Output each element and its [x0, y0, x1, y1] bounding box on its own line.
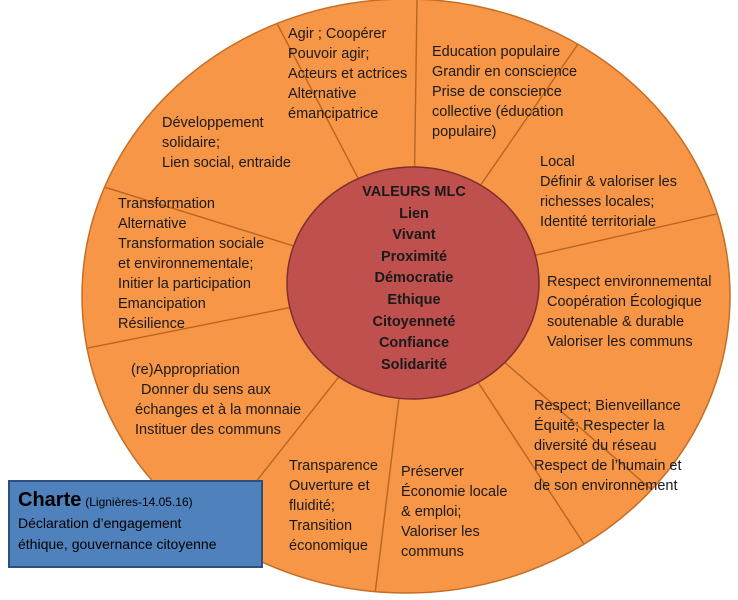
- segment-line: Respect; Bienveillance: [534, 398, 681, 414]
- center-value-item: Vivant: [392, 227, 436, 244]
- center-value-item: Démocratie: [374, 270, 454, 287]
- center-value-item: Lien: [399, 205, 429, 222]
- charte-box: Charte (Lignières-14.05.16) Déclaration …: [8, 480, 263, 568]
- segment-appropriation: (re)Appropriation Donner du sens aux éch…: [131, 360, 301, 440]
- segment-line: Transformation sociale: [118, 236, 265, 252]
- segment-respect-environnemental: Respect environnemental Coopération Écol…: [547, 272, 711, 352]
- segment-line: diversité du réseau: [534, 438, 657, 454]
- charte-line: Déclaration d’engagement: [18, 515, 182, 531]
- segment-developpement: Développement solidaire; Lien social, en…: [162, 113, 291, 173]
- center-values-title: VALEURS MLC: [362, 184, 466, 200]
- segment-line: Définir & valoriser les: [540, 174, 677, 190]
- charte-date: (Lignières-14.05.16): [85, 495, 193, 509]
- charte-title: Charte: [18, 489, 82, 511]
- segment-preserver: Préserver Économie locale & emploi; Valo…: [401, 462, 507, 562]
- segment-local: Local Définir & valoriser les richesses …: [540, 152, 677, 232]
- charte-line: éthique, gouvernance citoyenne: [18, 536, 217, 552]
- center-value-item: Ethique: [387, 291, 441, 308]
- segment-line: échanges et à la monnaie: [135, 402, 302, 418]
- segment-line: Local: [540, 154, 575, 170]
- segment-line: et environnementale;: [118, 256, 254, 272]
- segment-dividers: [87, 0, 717, 591]
- segment-line: Identité territoriale: [540, 214, 657, 230]
- segment-line: Valoriser les communs: [547, 334, 693, 350]
- segment-line: Ouverture et: [289, 478, 370, 494]
- segment-education: Education populaire Grandir en conscienc…: [432, 42, 577, 142]
- segment-transformation: Transformation Alternative Transformatio…: [118, 194, 264, 334]
- segment-line: richesses locales;: [540, 194, 655, 210]
- segment-line: Education populaire: [432, 44, 561, 60]
- segment-line: Pouvoir agir;: [288, 46, 370, 62]
- segment-line: Instituer des communs: [135, 422, 281, 438]
- center-value-item: Proximité: [380, 248, 448, 265]
- segment-line: solidaire;: [162, 135, 221, 151]
- segment-line: Respect environnemental: [547, 274, 712, 290]
- segment-line: Lien social, entraide: [162, 155, 291, 171]
- segment-line: Résilience: [118, 316, 185, 332]
- segment-line: soutenable & durable: [547, 314, 685, 330]
- segment-agir: Agir ; Coopérer Pouvoir agir; Acteurs et…: [288, 24, 407, 124]
- segment-line: émancipatrice: [288, 106, 379, 122]
- segment-divider-line: [504, 361, 652, 491]
- segment-line: de son environnement: [534, 478, 678, 494]
- center-value-item: Solidarité: [380, 356, 448, 373]
- segment-line: Transparence: [289, 458, 378, 474]
- segment-line: (re)Appropriation: [131, 362, 240, 378]
- segment-line: Économie locale: [401, 484, 508, 500]
- segment-divider-line: [87, 306, 291, 349]
- segment-line: Agir ; Coopérer: [288, 26, 387, 42]
- segment-line: Transformation: [118, 196, 215, 212]
- segment-line: Coopération Écologique: [547, 294, 702, 310]
- segment-divider-line: [413, 0, 418, 168]
- segment-line: populaire): [432, 124, 497, 140]
- segment-line: communs: [401, 544, 464, 560]
- segment-line: Donner du sens aux: [141, 382, 271, 398]
- segment-line: Acteurs et actrices: [288, 66, 408, 82]
- segment-line: Initier la participation: [118, 276, 251, 292]
- center-circle: [286, 166, 540, 400]
- segment-line: Développement: [162, 115, 264, 131]
- segment-divider-line: [276, 24, 359, 179]
- segment-divider-line: [535, 213, 717, 256]
- segment-line: Grandir en conscience: [432, 64, 578, 80]
- segment-line: Équité; Respecter la: [534, 418, 665, 434]
- segment-divider-line: [374, 398, 400, 591]
- segment-line: fluidité;: [289, 498, 335, 514]
- center-value-item: Confiance: [378, 335, 450, 352]
- segment-line: Alternative: [118, 216, 187, 232]
- segment-line: Prise de conscience: [432, 84, 562, 100]
- segment-divider-line: [105, 186, 294, 247]
- segment-line: Respect de l’humain et: [534, 458, 682, 474]
- center-value-item: Citoyenneté: [372, 313, 456, 330]
- segment-line: Transition: [289, 518, 353, 534]
- segment-transparence: Transparence Ouverture et fluidité; Tran…: [289, 456, 378, 556]
- segment-line: Valoriser les: [401, 524, 480, 540]
- segment-respect: Respect; Bienveillance Équité; Respecter…: [534, 396, 682, 496]
- segment-line: Alternative: [288, 86, 357, 102]
- segment-divider-line: [477, 381, 585, 545]
- segment-line: économique: [289, 538, 368, 554]
- segment-line: Préserver: [401, 464, 464, 480]
- segment-line: collective (éducation: [432, 104, 564, 120]
- segment-line: & emploi;: [401, 504, 462, 520]
- segment-divider-line: [480, 44, 579, 186]
- segment-line: Emancipation: [118, 296, 206, 312]
- center-values: VALEURS MLC Lien Vivant Proximité Démocr…: [344, 182, 484, 376]
